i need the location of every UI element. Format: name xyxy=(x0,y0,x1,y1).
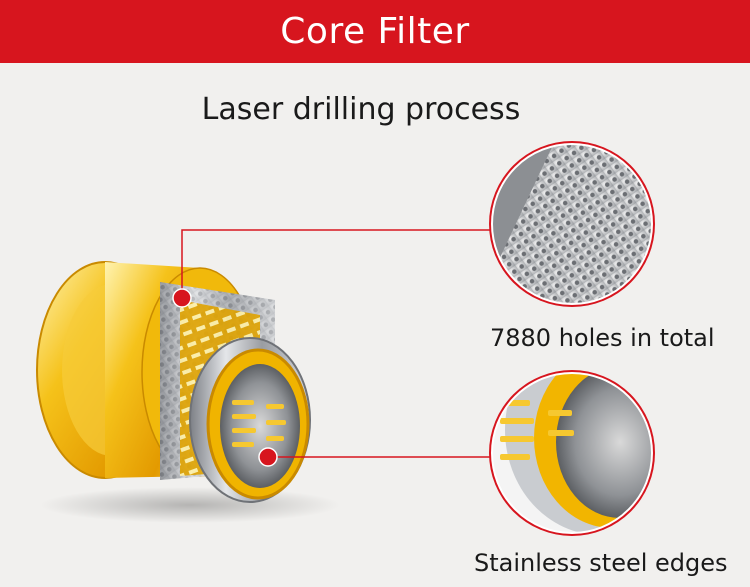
core-filter-image xyxy=(36,261,340,523)
page-title: Core Filter xyxy=(280,11,470,52)
magnifier-holes xyxy=(489,141,655,307)
callout-label-edges: Stainless steel edges xyxy=(474,549,728,577)
magnifier-edges xyxy=(489,370,655,536)
callout-line-edges xyxy=(258,447,492,467)
callout-label-holes: 7880 holes in total xyxy=(490,324,715,352)
callout-line-holes xyxy=(172,229,492,308)
header-banner: Core Filter xyxy=(0,0,750,63)
section-subtitle: Laser drilling process xyxy=(201,92,521,127)
